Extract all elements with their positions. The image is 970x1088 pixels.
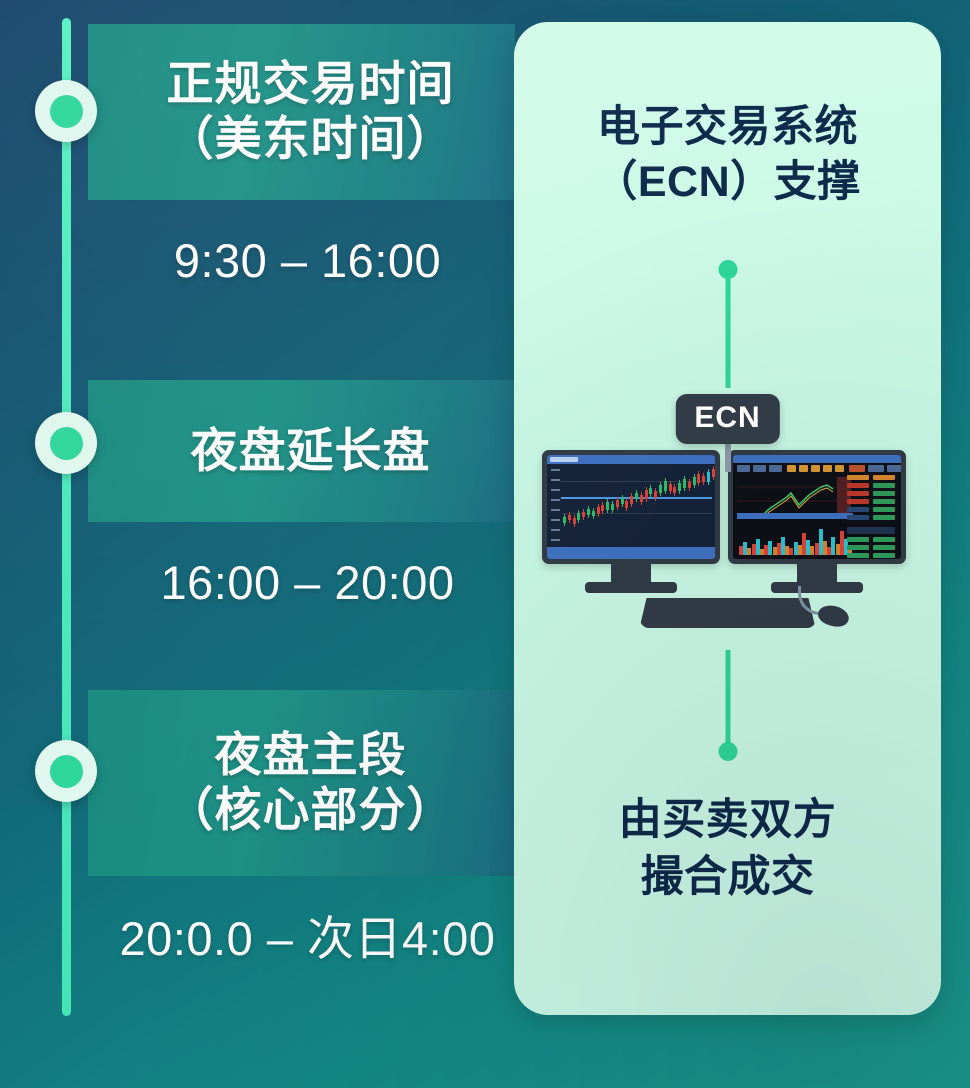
ecn-card-title: 电子交易系统 （ECN）支撑 <box>594 103 861 207</box>
timeline-time-row-1: 9:30 – 16:00 <box>88 200 515 320</box>
left-monitor-stand <box>611 564 651 584</box>
left-monitor-screen <box>547 455 715 559</box>
trading-hours-timeline: 正规交易时间 （美东时间） 9:30 – 16:00 夜盘延长盘 16:00 –… <box>0 0 515 1088</box>
mouse-icon <box>816 602 851 630</box>
terminal-toolbar <box>737 465 901 472</box>
mouse-cable <box>798 586 827 615</box>
timeline-time-row-2: 16:00 – 20:00 <box>88 522 515 642</box>
timeline-dot-3 <box>35 740 97 802</box>
terminal-titlebar <box>733 455 901 463</box>
ecn-badge: ECN <box>675 394 780 444</box>
timeline-band-1: 正规交易时间 （美东时间） <box>88 24 515 200</box>
timeline-time-1: 9:30 – 16:00 <box>173 233 442 287</box>
timeline-dot-2 <box>35 412 97 474</box>
ecn-card-description: 由买卖双方 撮合成交 <box>618 796 837 901</box>
right-monitor-screen <box>733 455 901 559</box>
keyboard-icon <box>639 598 816 628</box>
left-monitor <box>542 450 720 593</box>
timeline-title-3: 夜盘主段 （核心部分） <box>166 728 455 836</box>
timeline-band-3: 夜盘主段 （核心部分） <box>88 690 515 876</box>
timeline-title-1: 正规交易时间 （美东时间） <box>166 57 455 165</box>
timeline-dot-1 <box>35 80 97 142</box>
connector-line-bottom <box>725 650 730 750</box>
timeline-band-2: 夜盘延长盘 <box>88 380 515 522</box>
right-monitor <box>728 450 906 593</box>
connector-dot-bottom <box>718 742 737 761</box>
ecn-badge-stem <box>724 436 731 472</box>
dual-monitor-illustration <box>514 446 941 630</box>
timeline-time-row-3: 20:0.0 – 次日4:00 <box>88 876 515 992</box>
terminal-line-chart <box>737 475 853 533</box>
timeline-title-2: 夜盘延长盘 <box>190 423 431 477</box>
timeline-time-3: 20:0.0 – 次日4:00 <box>119 911 496 965</box>
chart-window-statusbar <box>547 547 715 559</box>
timeline-rail <box>62 18 71 1016</box>
chart-window-titlebar <box>547 455 715 464</box>
left-monitor-foot <box>585 582 677 593</box>
timeline-time-2: 16:00 – 20:00 <box>160 555 455 609</box>
connector-line-top <box>725 268 730 388</box>
chart-y-axis <box>549 465 561 545</box>
right-monitor-stand <box>797 564 837 584</box>
chart-window-title-pill <box>550 457 578 462</box>
ecn-card: 电子交易系统 （ECN）支撑 ECN <box>514 22 941 1015</box>
terminal-volume-bars <box>737 513 853 555</box>
terminal-order-book <box>847 475 897 558</box>
